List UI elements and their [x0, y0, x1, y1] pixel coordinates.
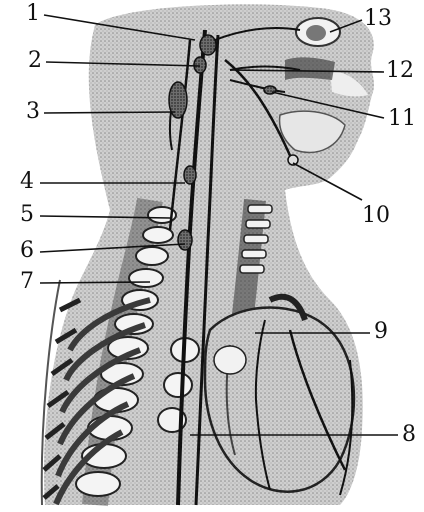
- callout-label-1: 1: [26, 3, 40, 25]
- callout-label-3: 3: [26, 101, 40, 123]
- callout-label-5: 5: [20, 204, 34, 226]
- callout-label-13: 13: [364, 8, 392, 30]
- callout-label-11: 11: [388, 108, 416, 130]
- callout-label-2: 2: [28, 50, 42, 72]
- callout-label-4: 4: [20, 171, 34, 193]
- callout-label-9: 9: [374, 321, 388, 343]
- callout-label-7: 7: [20, 271, 34, 293]
- callout-label-8: 8: [402, 424, 416, 446]
- callout-label-10: 10: [362, 205, 390, 227]
- callout-label-12: 12: [386, 60, 414, 82]
- callout-label-6: 6: [20, 240, 34, 262]
